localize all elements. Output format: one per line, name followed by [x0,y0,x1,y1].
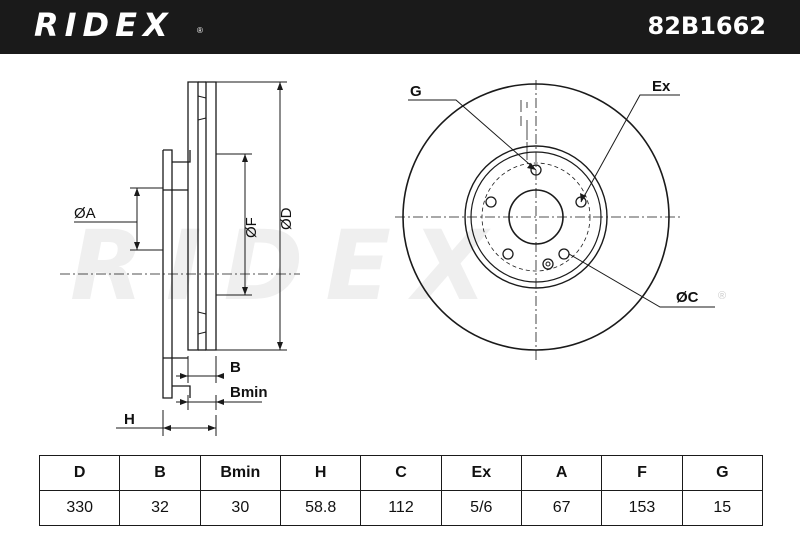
side-dimensions [74,81,287,436]
label-bolt-count-ex: Ex [652,78,671,95]
spec-header-a: A [520,455,603,491]
label-diameter-a: ØA [74,205,96,222]
watermark-logo: RIDEX [70,210,509,322]
disc-side-profile [162,81,217,399]
watermark-registered-mark: ® [718,290,727,302]
front-leaders [408,94,715,308]
spec-header-c: C [360,455,442,491]
spec-value-ex: 5/6 [440,490,522,526]
front-centerlines [395,80,680,360]
brand-logo: RIDEX [34,6,174,44]
side-arrowheads [134,82,283,431]
spec-value-d: 330 [38,490,121,526]
spec-header-d: D [38,455,121,491]
spec-value-c: 112 [360,490,442,526]
spec-value-bmin: 30 [199,490,281,526]
label-thickness-b: B [230,359,241,376]
label-diameter-d: ØD [278,207,295,230]
spec-value-a: 67 [520,490,603,526]
brand-registered-mark: ® [197,26,203,35]
header-bar: RIDEX ® 82B1662 [0,0,800,54]
spec-value-f: 153 [601,490,683,526]
ex-markers [520,100,528,160]
label-center-diameter-c: ØC [676,289,699,306]
spec-value-h: 58.8 [279,490,362,526]
label-hole-diameter-g: G [410,83,422,100]
spec-header-f: F [601,455,683,491]
spec-header-g: G [681,455,764,491]
brake-disc-drawing: ØA ØF ØD B Bmin H [60,78,715,436]
label-min-thickness: Bmin [230,384,268,401]
spec-header-b: B [119,455,201,491]
spec-value-row: 330 32 30 58.8 112 5/6 67 153 15 [38,490,764,526]
spec-header-bmin: Bmin [199,455,281,491]
label-height-h: H [124,411,135,428]
spec-value-b: 32 [119,490,201,526]
spec-header-row: D B Bmin H C Ex A F G [38,455,764,491]
label-diameter-f: ØF [243,217,260,238]
spec-value-g: 15 [681,490,764,526]
spec-header-h: H [279,455,362,491]
spec-header-ex: Ex [440,455,522,491]
spec-table: D B Bmin H C Ex A F G 330 32 30 58.8 112… [38,455,764,526]
part-number: 82B1662 [647,12,767,40]
